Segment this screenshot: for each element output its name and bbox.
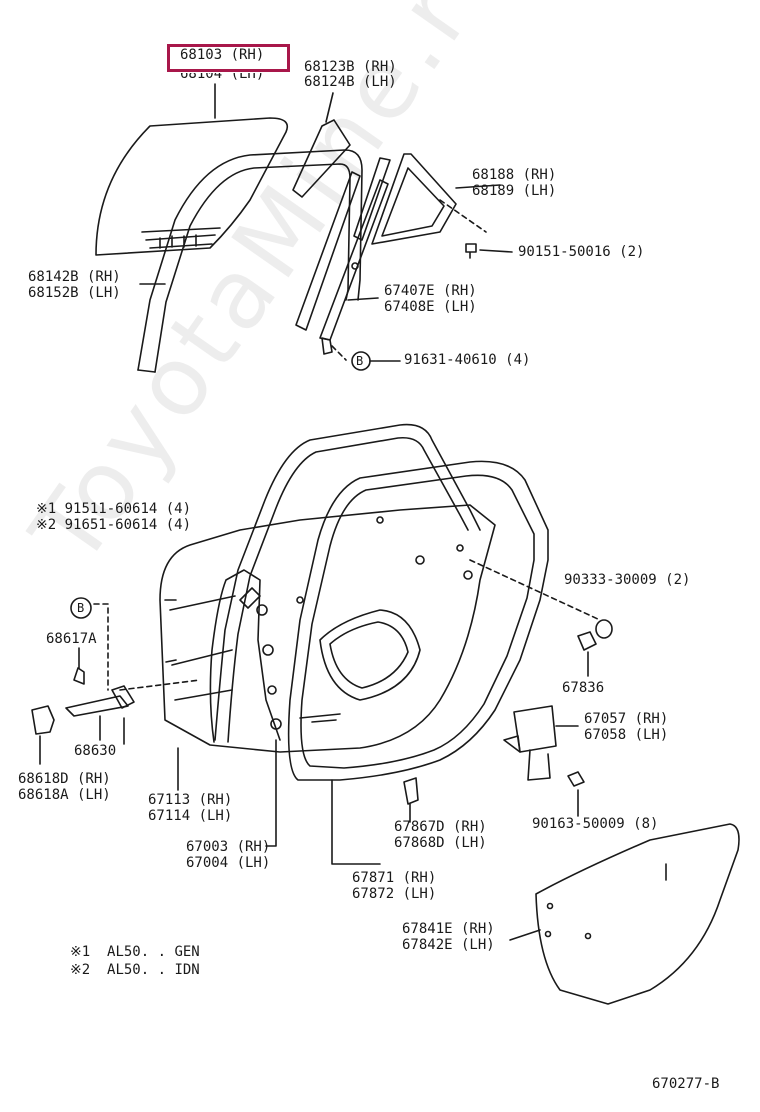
label-68630: 68630 bbox=[74, 743, 117, 759]
marker-b-upper: B bbox=[356, 354, 364, 368]
label-91511: ※1 91511-60614 (4) bbox=[36, 501, 192, 517]
label-67408e: 67408E (LH) bbox=[384, 299, 477, 315]
label-91651: ※2 91651-60614 (4) bbox=[36, 517, 192, 533]
note-2: ※2 AL50. . IDN bbox=[70, 962, 200, 978]
label-67842e: 67842E (LH) bbox=[402, 937, 495, 953]
label-68189: 68189 (LH) bbox=[472, 183, 557, 199]
label-68123b: 68123B (RH) bbox=[304, 59, 397, 75]
label-67867d: 67867D (RH) bbox=[394, 819, 487, 835]
label-68142b: 68142B (RH) bbox=[28, 269, 121, 285]
clip-drawing bbox=[403, 777, 419, 823]
label-90151: 90151-50016 (2) bbox=[518, 244, 645, 260]
label-68618d: 68618D (RH) bbox=[18, 771, 111, 787]
hole-plugs-drawing bbox=[577, 619, 613, 677]
highlight-box bbox=[167, 44, 290, 72]
label-67841e: 67841E (RH) bbox=[402, 921, 495, 937]
note-1: ※1 AL50. . GEN bbox=[70, 944, 200, 960]
label-67057: 67057 (RH) bbox=[584, 711, 669, 727]
marker-b-lower: B bbox=[77, 601, 85, 615]
run-channel-drawing bbox=[137, 149, 363, 373]
cover-drawing bbox=[509, 823, 740, 1005]
label-68618a: 68618A (LH) bbox=[18, 787, 111, 803]
diagram-code: 670277-B bbox=[652, 1076, 720, 1092]
door-glass-drawing bbox=[95, 83, 289, 256]
label-67003: 67003 (RH) bbox=[186, 839, 271, 855]
label-68104-lh: 68104 (LH) bbox=[180, 66, 265, 82]
upper-screws-drawing bbox=[351, 243, 513, 371]
bracket-lines-drawing bbox=[123, 717, 381, 865]
label-90333: 90333-30009 (2) bbox=[564, 572, 691, 588]
label-68188: 68188 (RH) bbox=[472, 167, 557, 183]
label-67058: 67058 (LH) bbox=[584, 727, 669, 743]
label-91631: 91631-40610 (4) bbox=[404, 352, 531, 368]
outer-weatherstrip-drawing bbox=[214, 423, 481, 743]
label-67407e: 67407E (RH) bbox=[384, 283, 477, 299]
frame-molding-drawing bbox=[292, 92, 361, 331]
label-68152b: 68152B (LH) bbox=[28, 285, 121, 301]
quarter-glass-drawing bbox=[353, 153, 501, 245]
lower-leaders-drawing bbox=[93, 559, 601, 691]
label-68617a: 68617A bbox=[46, 631, 97, 647]
inner-weatherstrip-drawing bbox=[287, 460, 549, 781]
door-check-drawing bbox=[31, 597, 135, 765]
label-67836: 67836 bbox=[562, 680, 605, 696]
rear-sash-drawing bbox=[319, 179, 389, 355]
label-67114: 67114 (LH) bbox=[148, 808, 233, 824]
label-67113: 67113 (RH) bbox=[148, 792, 233, 808]
label-68124b: 68124B (LH) bbox=[304, 74, 397, 90]
door-panel-drawing bbox=[159, 504, 496, 753]
label-90163: 90163-50009 (8) bbox=[532, 816, 659, 832]
label-67872: 67872 (LH) bbox=[352, 886, 437, 902]
label-67868d: 67868D (LH) bbox=[394, 835, 487, 851]
lock-drawing bbox=[503, 705, 585, 817]
upper-fasteners-drawing bbox=[331, 199, 487, 361]
label-67871: 67871 (RH) bbox=[352, 870, 437, 886]
label-67004: 67004 (LH) bbox=[186, 855, 271, 871]
label-68103-rh: 68103 (RH) bbox=[180, 47, 265, 63]
